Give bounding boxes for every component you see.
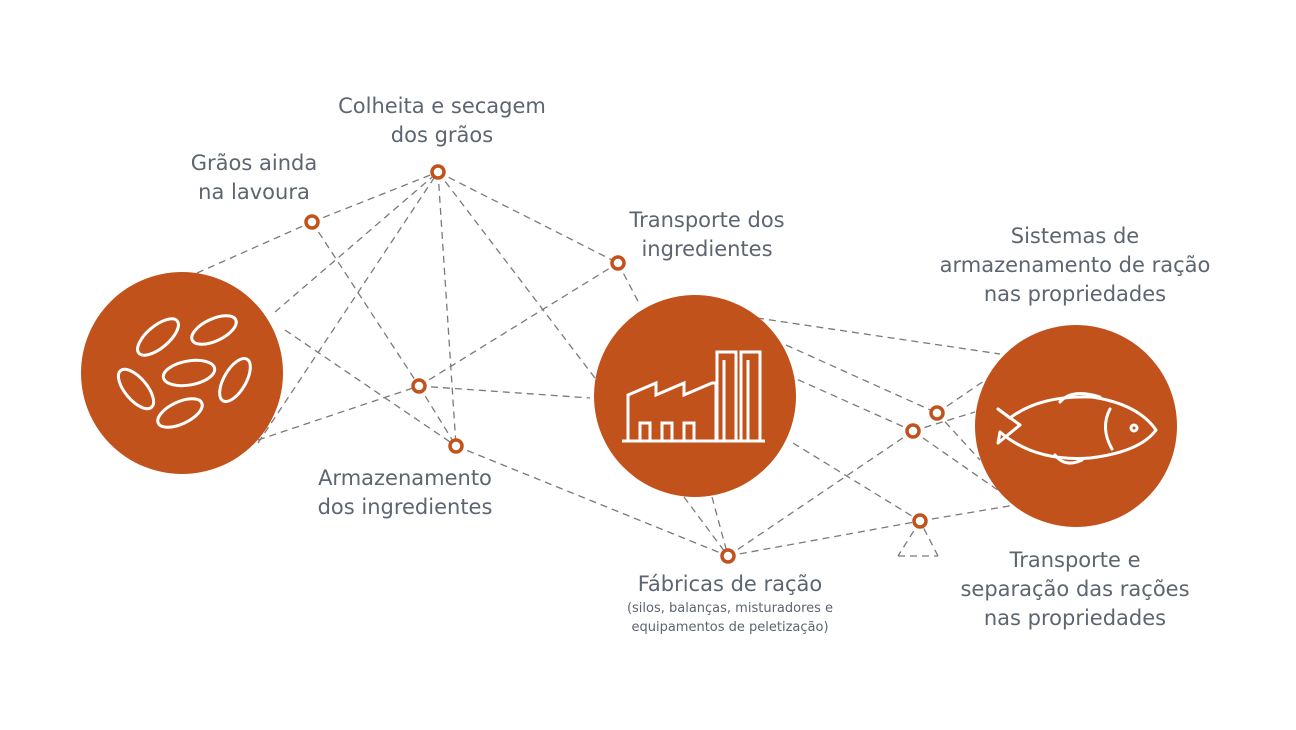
dashed-link bbox=[455, 445, 729, 557]
node-sistemas-2 bbox=[905, 423, 921, 439]
dashed-link bbox=[437, 171, 457, 447]
node-fabricas bbox=[720, 548, 736, 564]
node-transporte-ingredientes bbox=[610, 255, 626, 271]
dashed-link bbox=[683, 496, 729, 557]
node-colheita bbox=[430, 164, 446, 180]
dashed-link bbox=[785, 344, 938, 414]
node-armazenamento bbox=[411, 378, 427, 394]
grains-hub bbox=[81, 272, 283, 474]
fish-hub bbox=[975, 325, 1177, 527]
node-graos bbox=[304, 214, 320, 230]
dashed-link bbox=[437, 171, 599, 383]
dashed-link bbox=[617, 262, 641, 306]
fabricas-title: Fábricas de ração bbox=[637, 572, 823, 596]
grains-icon bbox=[116, 314, 252, 429]
label-transporte-separacao: Transporte e separação das rações nas pr… bbox=[960, 548, 1190, 630]
label-transporte-ingredientes: Transporte dos ingredientes bbox=[629, 208, 785, 261]
dashed-link bbox=[196, 221, 313, 274]
node-armazenamento-2 bbox=[448, 438, 464, 454]
dashed-link bbox=[311, 171, 439, 223]
factory-icon bbox=[622, 350, 765, 443]
dashed-link bbox=[418, 385, 457, 447]
label-fabricas: Fábricas de ração (silos, balanças, mist… bbox=[590, 570, 870, 637]
node-sistemas bbox=[929, 405, 945, 421]
node-transporte-separacao bbox=[912, 513, 928, 529]
dashed-link bbox=[792, 442, 921, 522]
dashed-link bbox=[727, 520, 921, 557]
fabricas-subtitle-2: equipamentos de peletização) bbox=[631, 620, 829, 635]
dashed-link bbox=[711, 496, 729, 557]
connection-nodes bbox=[304, 164, 945, 564]
label-armazenamento: Armazenamento dos ingredientes bbox=[317, 466, 493, 519]
dashed-link bbox=[284, 329, 457, 447]
dashed-link bbox=[727, 430, 914, 557]
dashed-link bbox=[311, 221, 420, 387]
dashed-link bbox=[936, 412, 981, 461]
fish-icon bbox=[996, 391, 1158, 465]
dashed-link bbox=[912, 411, 976, 432]
dashed-link bbox=[418, 385, 591, 399]
label-sistemas: Sistemas de armazenamento de ração nas p… bbox=[939, 224, 1211, 306]
dashed-link bbox=[919, 520, 939, 557]
label-colheita: Colheita e secagem dos grãos bbox=[338, 94, 546, 147]
dashed-link bbox=[912, 430, 1013, 501]
label-graos: Grãos ainda na lavoura bbox=[190, 151, 318, 204]
factory-hub bbox=[594, 295, 796, 497]
fabricas-subtitle-1: (silos, balanças, misturadores e bbox=[626, 601, 834, 616]
dashed-link bbox=[257, 171, 439, 444]
dashed-link bbox=[437, 171, 619, 264]
dashed-link bbox=[257, 385, 420, 441]
dashed-link bbox=[418, 262, 619, 387]
dashed-link bbox=[919, 504, 1016, 522]
dashed-link bbox=[756, 317, 1001, 355]
